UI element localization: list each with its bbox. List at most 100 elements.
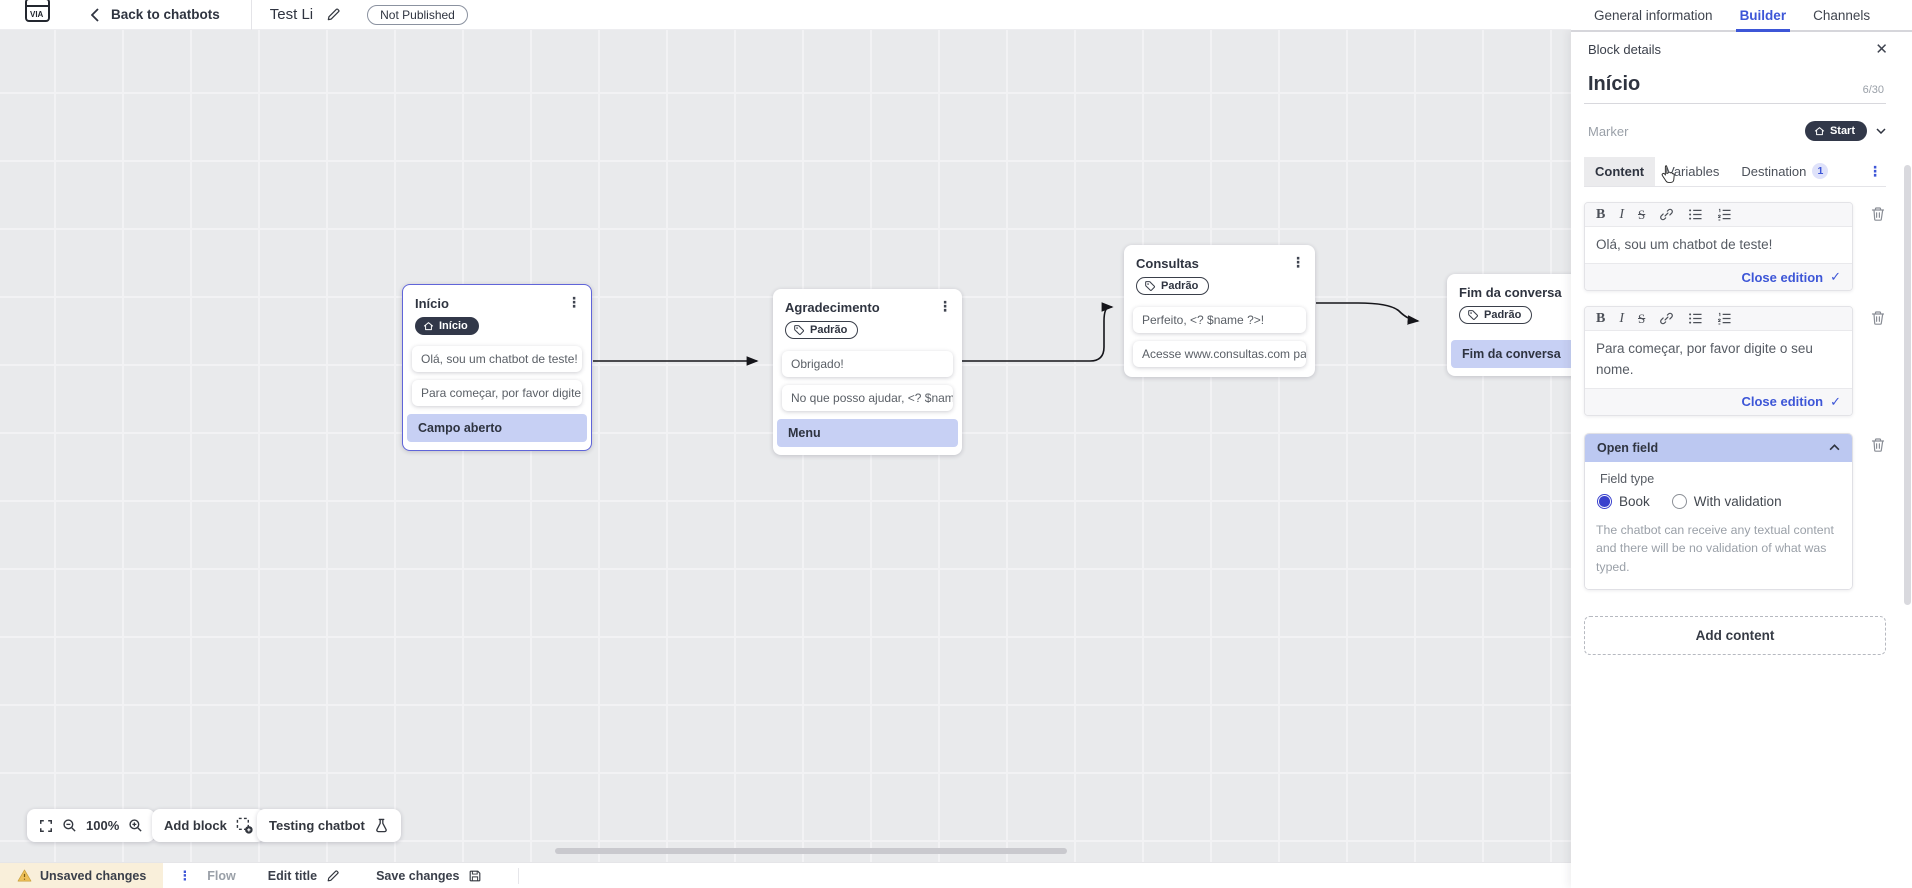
block-title: Consultas [1136, 256, 1199, 271]
text-editor[interactable]: B I S Olá, sou um chatbot de teste! Clos… [1584, 202, 1853, 292]
marker-select[interactable]: Start [1804, 121, 1886, 141]
check-icon: ✓ [1830, 393, 1841, 409]
main-nav-tabs: General information Builder Channels [1571, 0, 1912, 32]
block-row[interactable]: Obrigado! [782, 351, 953, 377]
bold-icon[interactable]: B [1596, 206, 1606, 222]
bullet-list-icon[interactable] [1688, 312, 1703, 325]
editor-text[interactable]: Para começar, por favor digite o seu nom… [1585, 331, 1852, 388]
field-type-description: The chatbot can receive any textual cont… [1596, 522, 1834, 574]
kebab-menu-icon[interactable]: ⋮ [178, 867, 192, 883]
block-title: Fim da conversa [1459, 285, 1562, 300]
warning-icon [17, 869, 32, 882]
block-row[interactable]: No que posso ajudar, <? $name ... [782, 385, 953, 411]
edit-title-button[interactable]: Edit title [268, 869, 340, 883]
zoom-in-icon[interactable] [128, 818, 143, 833]
testing-chatbot-button[interactable]: Testing chatbot [257, 809, 401, 842]
close-edition-button[interactable]: Close edition [1741, 394, 1824, 410]
link-icon[interactable] [1659, 207, 1674, 222]
zoom-toolbar: 100% [27, 809, 156, 842]
bullet-list-icon[interactable] [1688, 208, 1703, 221]
flow-block-consultas[interactable]: Consultas ⋮ Padrão Perfeito, <? $name ?>… [1124, 245, 1315, 377]
italic-icon[interactable]: I [1619, 206, 1625, 222]
canvas-horizontal-scrollbar[interactable] [555, 848, 1067, 854]
add-content-button[interactable]: Add content [1584, 616, 1886, 656]
fullscreen-icon[interactable] [39, 819, 53, 833]
add-block-icon [236, 817, 253, 834]
zoom-out-icon[interactable] [62, 818, 77, 833]
link-icon[interactable] [1659, 311, 1674, 326]
kebab-menu-icon[interactable]: ⋮ [1868, 162, 1882, 179]
trash-icon[interactable] [1870, 437, 1886, 453]
block-row[interactable]: Perfeito, <? $name ?>! [1133, 307, 1306, 333]
divider [518, 867, 520, 884]
panel-tabs: Content Variables Destination 1 ⋮ [1584, 156, 1886, 187]
editor-toolbar: B I S [1585, 203, 1852, 227]
app-logo: VIA [25, 0, 50, 22]
trash-icon[interactable] [1870, 206, 1886, 222]
editor-text[interactable]: Olá, sou um chatbot de teste! [1585, 227, 1852, 264]
home-icon [1814, 127, 1825, 136]
numbered-list-icon[interactable] [1717, 208, 1732, 221]
kebab-menu-icon[interactable]: ⋮ [567, 294, 581, 310]
edit-title-icon[interactable] [326, 7, 341, 22]
block-row-end[interactable]: Fim da conversa [1451, 340, 1571, 368]
flow-label[interactable]: Flow [207, 868, 236, 883]
italic-icon[interactable]: I [1619, 310, 1625, 326]
radio-book[interactable] [1597, 493, 1612, 509]
save-changes-button[interactable]: Save changes [376, 869, 482, 883]
add-block-button[interactable]: Add block [152, 809, 265, 842]
flask-icon [375, 818, 387, 833]
close-icon[interactable]: ✕ [1875, 41, 1888, 58]
block-row-open-field[interactable]: Campo aberto [407, 414, 587, 442]
check-icon: ✓ [1830, 269, 1841, 285]
status-bar: Unsaved changes ⋮ Flow Edit title Save c… [0, 862, 1571, 888]
tab-content[interactable]: Content [1584, 156, 1656, 186]
tab-general-information[interactable]: General information [1594, 7, 1713, 23]
block-details-panel: Block details ✕ Início 6/30 Marker Start [1571, 30, 1912, 888]
tab-builder[interactable]: Builder [1735, 0, 1790, 32]
zoom-level: 100% [86, 818, 120, 833]
start-marker-pill: Início [415, 317, 479, 335]
text-editor[interactable]: B I S Para começar, por favor digite o s… [1584, 306, 1853, 416]
tab-channels[interactable]: Channels [1813, 7, 1871, 23]
back-label: Back to chatbots [111, 7, 220, 22]
block-name-input[interactable]: Início 6/30 [1584, 67, 1886, 104]
kebab-menu-icon[interactable]: ⋮ [938, 298, 952, 314]
flow-block-inicio[interactable]: Início ⋮ Início Olá, sou um chatbot de t… [402, 284, 592, 451]
close-edition-button[interactable]: Close edition [1741, 269, 1824, 285]
flow-block-fim-da-conversa[interactable]: Fim da conversa Padrão Fim da conversa [1447, 274, 1571, 376]
chevron-up-icon [1829, 444, 1840, 451]
flow-canvas[interactable]: Início ⋮ Início Olá, sou um chatbot de t… [0, 30, 1571, 862]
marker-label: Padrão [1484, 309, 1522, 321]
add-block-label: Add block [164, 818, 227, 833]
marker-label: Marker [1588, 123, 1629, 139]
block-row-menu[interactable]: Menu [777, 419, 958, 447]
strikethrough-icon[interactable]: S [1638, 206, 1646, 222]
strikethrough-icon[interactable]: S [1638, 310, 1646, 326]
radio-with-validation[interactable] [1671, 493, 1687, 509]
block-row[interactable]: Olá, sou um chatbot de teste! [412, 346, 582, 372]
open-field-header[interactable]: Open field [1585, 433, 1852, 462]
tag-icon [1468, 310, 1479, 320]
panel-scrollbar[interactable] [1904, 165, 1911, 605]
block-name-value: Início [1588, 73, 1641, 95]
chatbot-title[interactable]: Test Li [269, 6, 314, 23]
tab-destination[interactable]: Destination 1 [1730, 156, 1839, 186]
numbered-list-icon[interactable] [1717, 312, 1732, 325]
tab-label: Destination [1741, 163, 1807, 179]
block-row[interactable]: Acesse www.consultas.com par... [1133, 341, 1306, 367]
tag-icon [1145, 281, 1156, 291]
block-row[interactable]: Para começar, por favor digite o ... [412, 380, 582, 406]
tab-label: Variables [1666, 163, 1720, 179]
radio-with-validation-label[interactable]: With validation [1693, 493, 1782, 509]
radio-book-label[interactable]: Book [1619, 493, 1650, 509]
flow-block-agradecimento[interactable]: Agradecimento ⋮ Padrão Obrigado! No que … [773, 289, 962, 455]
edit-title-label: Edit title [267, 868, 318, 883]
tab-variables[interactable]: Variables [1655, 157, 1730, 186]
char-counter: 6/30 [1862, 84, 1884, 96]
bold-icon[interactable]: B [1596, 310, 1606, 326]
trash-icon[interactable] [1870, 310, 1886, 326]
kebab-menu-icon[interactable]: ⋮ [1291, 254, 1305, 270]
back-to-chatbots-link[interactable]: Back to chatbots [91, 7, 220, 22]
